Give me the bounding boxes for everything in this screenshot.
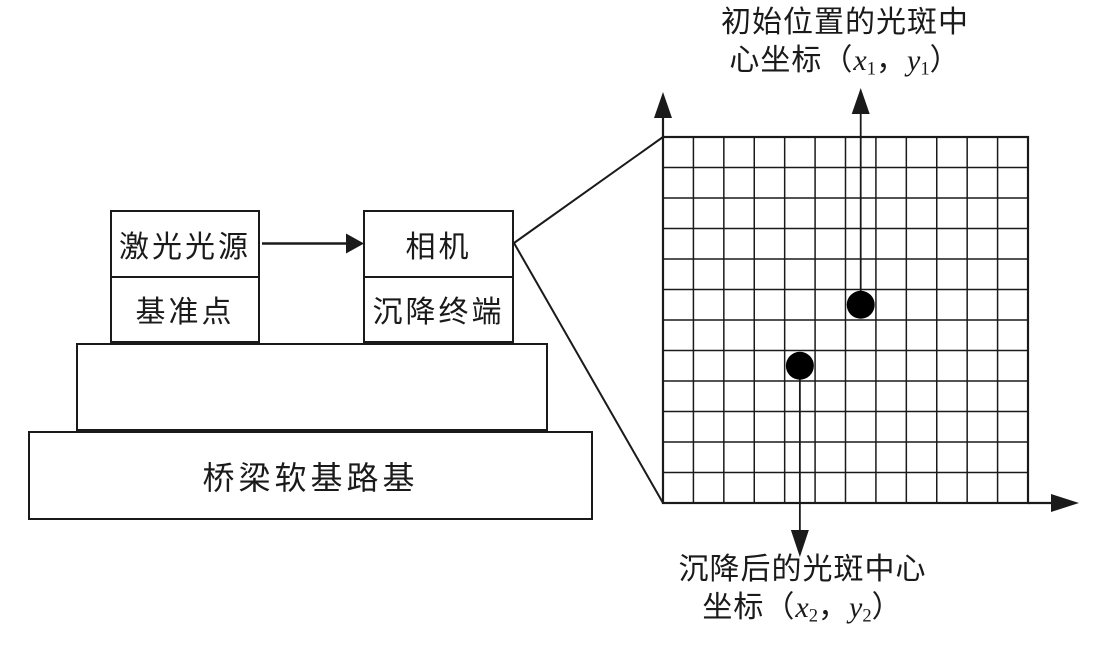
expansion-line-upper	[513, 136, 664, 244]
settled-spot-dot	[785, 351, 814, 380]
roadbed-block: 桥梁软基路基	[28, 431, 593, 520]
sensor-grid	[661, 135, 1030, 505]
settlement-terminal-label: 沉降终端	[372, 296, 505, 330]
grid-border	[661, 135, 1030, 505]
initial-spot-dot	[846, 290, 875, 319]
initial-spot-label-line1: 初始位置的光斑中	[721, 6, 969, 39]
spot-layer	[785, 88, 875, 557]
settled-spot-label: 沉降后的光斑中心 坐标（x2，y2）	[650, 551, 955, 636]
camera-cell: 相机	[365, 212, 512, 276]
reference-point-cell: 基准点	[112, 275, 258, 342]
y-axis-arrow	[654, 92, 672, 137]
camera-label: 相机	[405, 230, 472, 264]
settlement-terminal-cell: 沉降终端	[365, 275, 512, 342]
initial-spot-label-line2: 心坐标（x1，y1）	[729, 44, 961, 80]
camera-assembly: 相机 沉降终端	[363, 210, 514, 343]
settled-spot-label-line1: 沉降后的光斑中心	[678, 553, 927, 586]
roadbed-label: 桥梁软基路基	[202, 459, 419, 496]
initial-spot-label: 初始位置的光斑中 心坐标（x1，y1）	[690, 4, 1000, 89]
reference-point-label: 基准点	[135, 296, 235, 330]
laser-source-cell: 激光光源	[112, 212, 258, 276]
initial-spot-arrow-head	[851, 88, 870, 114]
platform-block	[76, 343, 548, 431]
laser-beam-arrow	[262, 233, 364, 254]
laser-source-label: 激光光源	[119, 230, 251, 264]
settled-spot-label-line2: 坐标（x2，y2）	[702, 591, 903, 627]
laser-source-assembly: 激光光源 基准点	[110, 210, 260, 343]
x-axis-arrow	[1028, 494, 1079, 512]
